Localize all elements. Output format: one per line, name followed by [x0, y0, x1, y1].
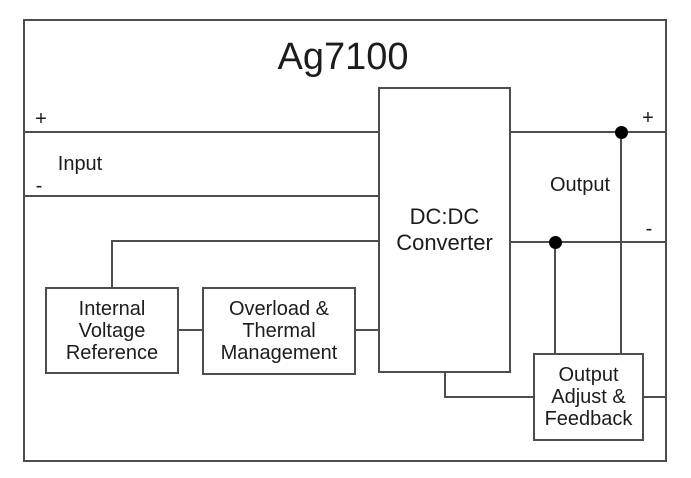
dcdc-converter-label: DC:DC Converter — [396, 204, 493, 255]
overload-to-dcdc-connector — [355, 329, 379, 331]
ivr-to-overload-connector — [178, 329, 203, 331]
output-negative-line — [510, 241, 667, 243]
overload-thermal-label: Overload & Thermal Management — [220, 298, 338, 364]
output-positive-line — [510, 131, 667, 133]
adjust-to-border-line — [643, 396, 667, 398]
negative-junction-dot — [549, 236, 562, 249]
positive-junction-dot — [615, 126, 628, 139]
input-positive-line — [23, 131, 378, 133]
output-plus-label: + — [642, 107, 654, 129]
internal-voltage-reference-label: Internal Voltage Reference — [65, 297, 159, 364]
output-label: Output — [549, 174, 611, 196]
control-feed-vertical-line — [111, 240, 113, 288]
input-label: Input — [57, 153, 103, 175]
dcdc-to-adjust-horizontal-line — [444, 396, 535, 398]
overload-thermal-block: Overload & Thermal Management — [202, 287, 356, 375]
diagram-title: Ag7100 — [277, 36, 409, 78]
output-minus-label: - — [645, 218, 653, 240]
negative-sense-vertical-line — [554, 241, 556, 355]
input-minus-label: - — [35, 175, 43, 197]
output-adjust-feedback-label: Output Adjust & Feedback — [544, 364, 633, 430]
control-feed-horizontal-line — [111, 240, 379, 242]
input-plus-label: + — [35, 108, 47, 130]
dcdc-to-adjust-vertical-line — [444, 372, 446, 398]
internal-voltage-reference-block: Internal Voltage Reference — [45, 287, 179, 374]
positive-sense-vertical-line — [620, 131, 622, 355]
input-negative-line — [23, 195, 378, 197]
output-adjust-feedback-block: Output Adjust & Feedback — [533, 353, 644, 441]
package-outline — [23, 19, 667, 462]
dcdc-converter-block: DC:DC Converter — [378, 87, 511, 373]
